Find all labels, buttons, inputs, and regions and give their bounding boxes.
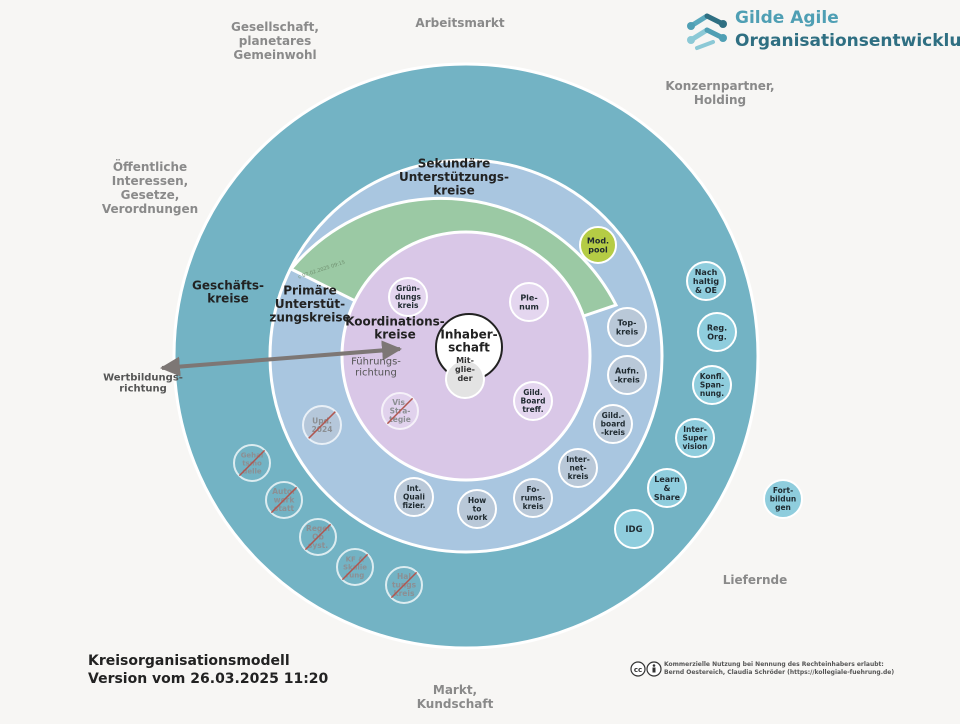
label-oeffentliche-interessen: Öffentliche Interessen, Gesetze, Verordn… [101,160,199,216]
geschaeftskreise-label: Geschäfts-kreise [192,278,264,305]
circle-idg-label: IDG [625,525,642,535]
mitglieder-circle [445,359,485,399]
circle-forumskreis: Fo-rums-kreis [513,478,553,518]
footer-title: Kreisorganisationsmodell Version vom 26.… [88,652,328,688]
circle-howtowork-shape [457,489,497,529]
circle-gildboard-shape [513,381,553,421]
circle-autorwerkstatt-strike [270,486,298,514]
circle-forumskreis-label: Fo-rums-kreis [521,485,545,511]
circle-autorwerkstatt: Autorwerkstatt [265,481,303,519]
circle-visstrategie: Vis.Stra-tegie [381,392,419,430]
circle-modpool-shape [579,226,617,264]
circle-idg: IDG [614,509,654,549]
circle-gehaltsmodelle: Gehaltsmodelle [233,444,271,482]
circle-visstrategie-strike [386,397,414,425]
inhaberschaft-label: Inhaber-schaft [440,327,497,354]
circle-kfskalierung: KF &Skalierung [336,548,374,586]
circle-aufnkreis: Aufn.-kreis [607,355,647,395]
koordinationskreise-label: Koordinations-kreise [345,314,445,341]
logo-icon [687,13,727,50]
circle-intqualifizier-shape [394,477,434,517]
circle-gildboardkreis: Gild.-board-kreis [593,404,633,444]
circle-haltungskreis: Haltungskreis [385,566,423,604]
circle-gildboardkreis-shape [593,404,633,444]
logo: Gilde Agile Organisationsentwicklung [683,4,960,56]
footer-model-name: Kreisorganisationsmodell [88,653,290,669]
label-gesellschaft: Gesellschaft, planetares Gemeinwohl [231,20,319,62]
circle-learnshare-shape [647,468,687,508]
label-markt: Markt, Kundschaft [416,683,494,711]
circle-upd2024-strike [308,411,336,439]
circle-aufnkreis-label: Aufn.-kreis [614,366,640,384]
circle-plenum-label: Ple-num [519,293,539,311]
circle-nachhaltig-shape [686,261,726,301]
license-block: cc Kommerzielle Nutzung bei Nennung des … [630,660,930,680]
creative-commons-icon: cc [630,661,662,677]
logo-line1: Gilde Agile [735,8,839,28]
circle-fortbildungen-shape [763,479,803,519]
circle-intersupervision-shape [675,418,715,458]
circle-regorg-shape [697,312,737,352]
circle-konflspannung-label: Konfl.Span-nung. [700,372,725,398]
circle-regelobsyst-strike [304,523,332,551]
footer-version: Version vom 26.03.2025 11:20 [88,671,329,687]
circle-haltungskreis-strike [390,571,418,599]
circle-upd2024-label: Upd.2024 [312,416,333,433]
fuehrungsrichtung-label: Führungs-richtung [351,356,401,378]
circle-konflspannung-shape [692,365,732,405]
circle-regelobsyst: RegelObsyst. [299,518,337,556]
circle-regorg-label: Reg.Org. [707,323,727,341]
logo-line2: Organisationsentwicklung [735,31,960,51]
label-konzernpartner: Konzernpartner, Holding [665,79,775,107]
circle-learnshare: Learn&Share [647,468,687,508]
svg-text:cc: cc [634,666,642,674]
circle-forumskreis-shape [513,478,553,518]
circle-topkreis-label: Top-kreis [616,318,638,336]
circle-kfskalierung-strike [341,553,369,581]
label-arbeitsmarkt: Arbeitsmarkt [415,16,505,30]
circle-regorg: Reg.Org. [697,312,737,352]
mitglieder-label: Mit-glie-der [455,356,475,383]
circle-gildboardkreis-label: Gild.-board-kreis [601,411,626,437]
circle-upd2024: Upd.2024 [302,405,342,445]
circle-konflspannung: Konfl.Span-nung. [692,365,732,405]
circle-topkreis: Top-kreis [607,307,647,347]
license-text: Kommerzielle Nutzung bei Nennung des Rec… [664,661,895,676]
circle-aufnkreis-shape [607,355,647,395]
circle-idg-shape [614,509,654,549]
label-liefernde: Liefernde [722,573,788,587]
circle-plenum-shape [509,282,549,322]
wertbildungsrichtung-label: Wertbildungs-richtung [103,372,183,394]
circle-internetkreis-shape [558,448,598,488]
circle-plenum: Ple-num [509,282,549,322]
circle-gruendung-shape [388,277,428,317]
circle-internetkreis: Inter-net-kreis [558,448,598,488]
circle-gehaltsmodelle-strike [238,449,266,477]
circle-modpool: Mod.pool [579,226,617,264]
circle-internetkreis-label: Inter-net-kreis [566,455,590,481]
circle-modpool-label: Mod.pool [587,236,609,254]
circle-learnshare-label: Learn&Share [654,475,681,502]
circle-topkreis-shape [607,307,647,347]
wertbildung-arrow [160,340,402,377]
